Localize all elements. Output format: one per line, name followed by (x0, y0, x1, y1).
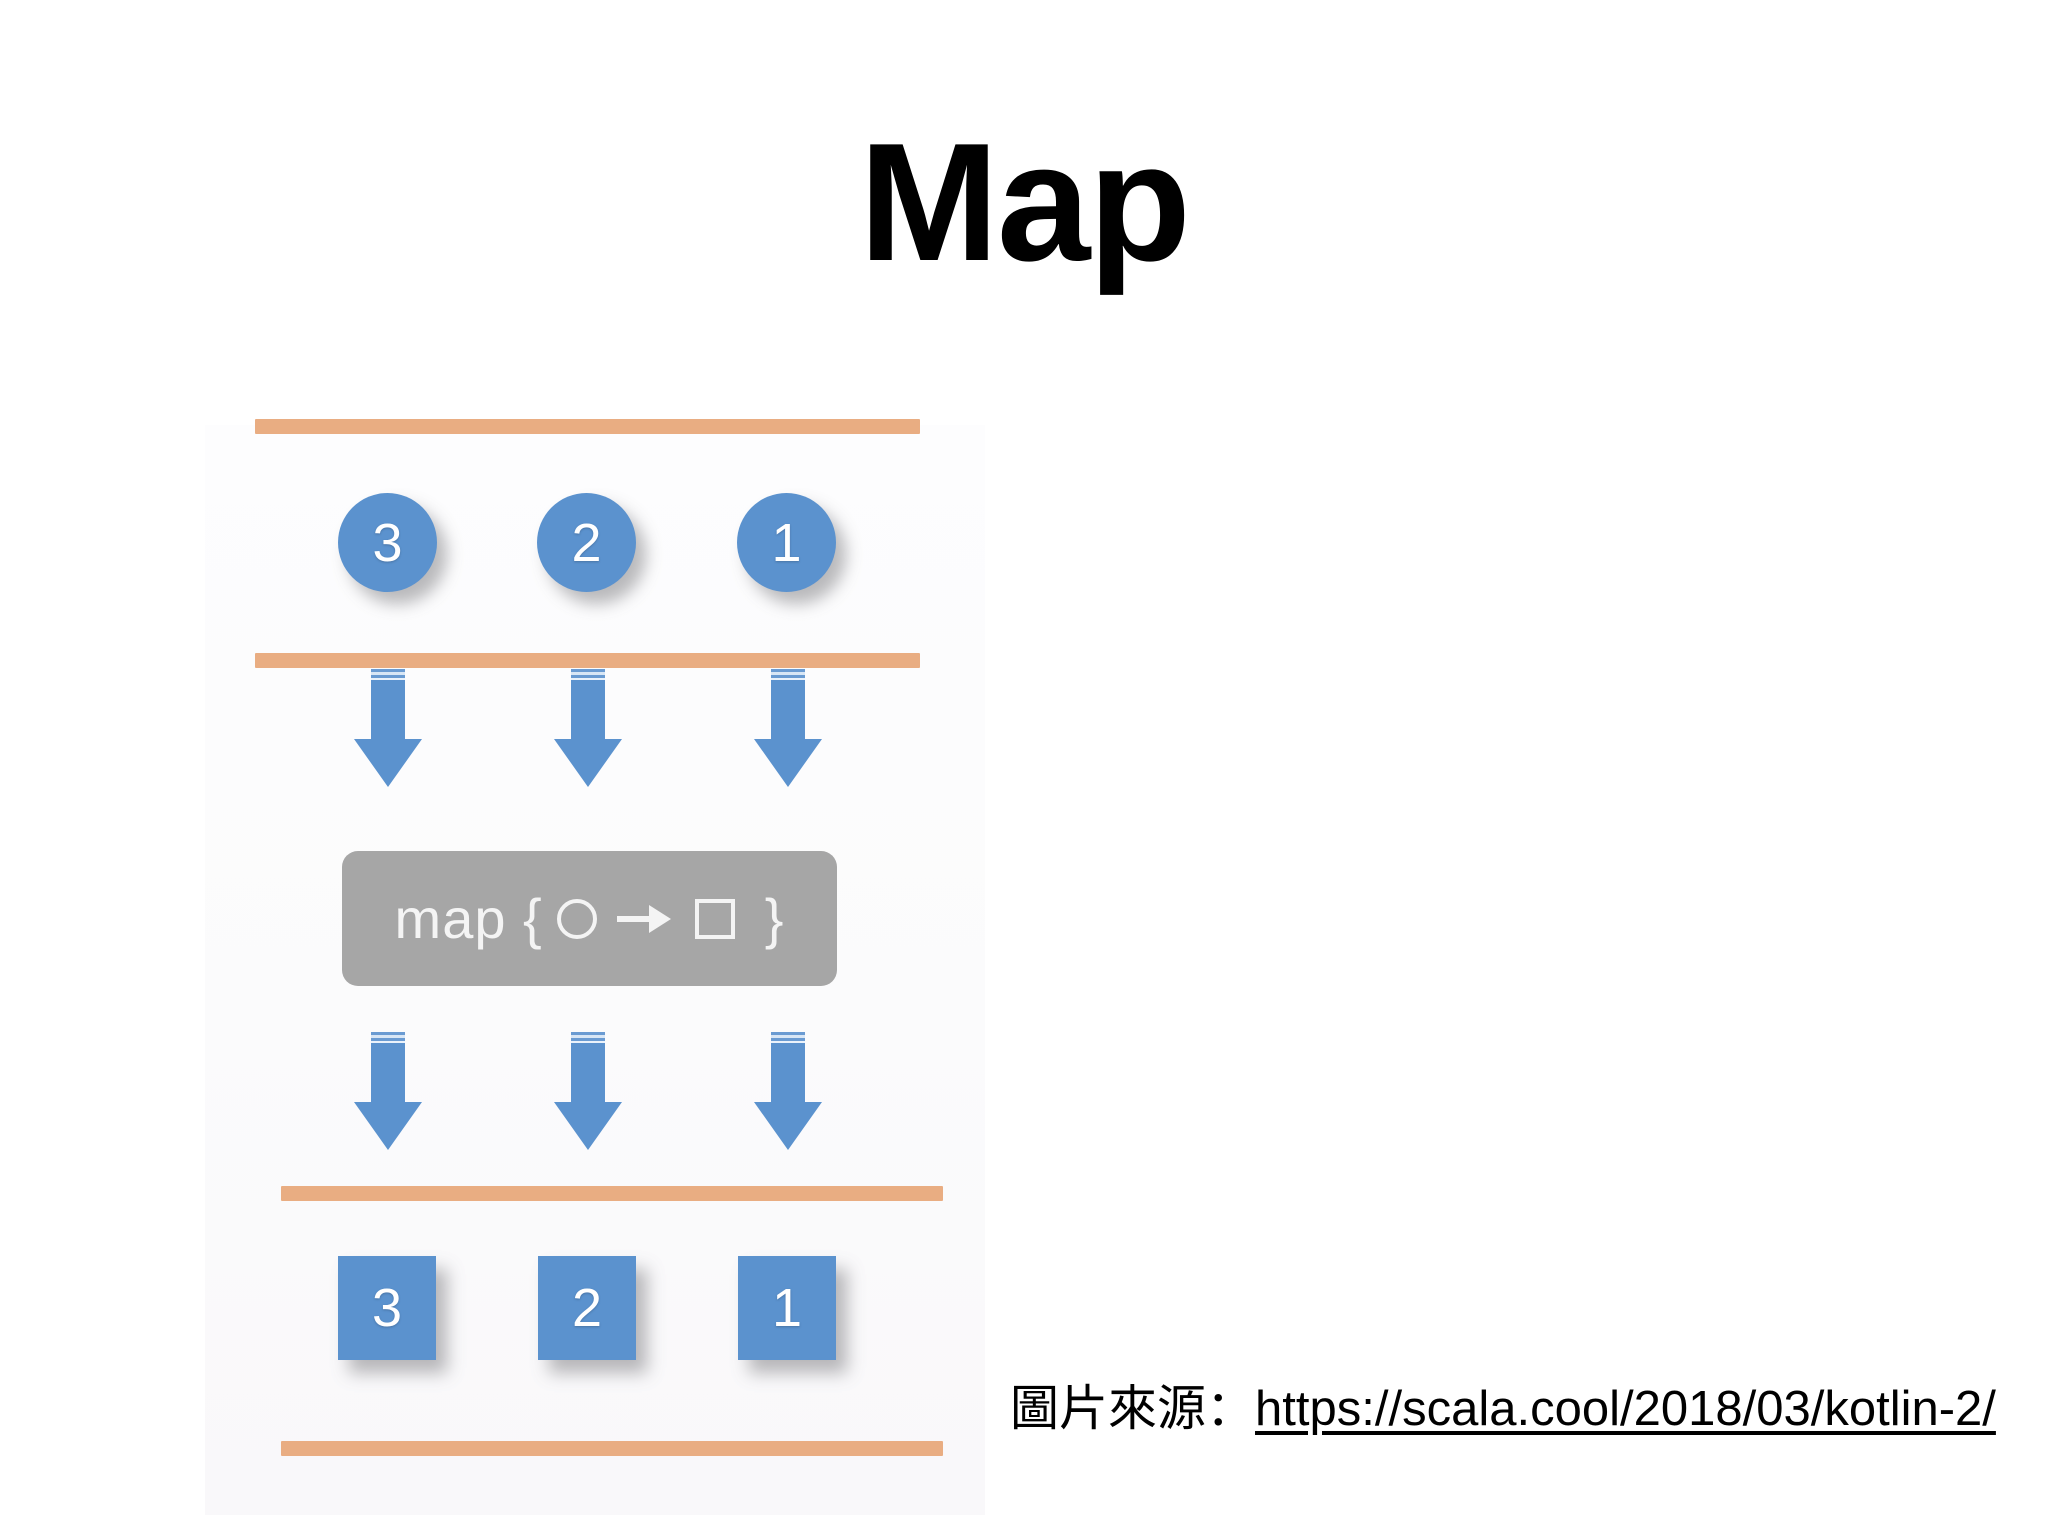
output-square-token: 2 (538, 1256, 636, 1360)
arrow-shaft (371, 1047, 405, 1104)
down-arrow-icon (354, 669, 422, 787)
arrow-shaft (771, 1047, 805, 1104)
arrow-stripes (571, 669, 605, 684)
arrow-stripes (371, 669, 405, 684)
attribution-label: 圖片來源： (1010, 1382, 1256, 1436)
page-title: Map (859, 108, 1191, 296)
arrow-stripes (371, 1032, 405, 1047)
arrow-shaft (571, 684, 605, 741)
rail-top-upper (255, 419, 920, 434)
arrow-head (354, 739, 422, 787)
arrow-head (754, 739, 822, 787)
output-square-token: 1 (738, 1256, 836, 1360)
arrow-head (754, 1102, 822, 1150)
arrow-head (554, 1102, 622, 1150)
arrow-shaft (371, 684, 405, 741)
down-arrow-icon (354, 1032, 422, 1150)
input-circle-token: 2 (537, 493, 636, 592)
arrow-stripes (771, 669, 805, 684)
rail-bottom-lower (281, 1441, 943, 1456)
down-arrow-icon (554, 1032, 622, 1150)
arrow-shaft (771, 684, 805, 741)
input-circle-token: 3 (338, 493, 437, 592)
arrow-shaft (571, 1047, 605, 1104)
down-arrow-icon (754, 1032, 822, 1150)
rail-bottom-upper (281, 1186, 943, 1201)
arrow-stripes (771, 1032, 805, 1047)
arrow-stripes (571, 1032, 605, 1047)
source-link[interactable]: https://scala.cool/2018/03/kotlin-2/ (1255, 1382, 1996, 1436)
circle-glyph-icon (556, 898, 597, 939)
right-arrow-glyph-icon (616, 899, 675, 939)
attribution: 圖片來源：https://scala.cool/2018/03/kotlin-2… (1010, 1380, 1996, 1439)
down-arrow-icon (554, 669, 622, 787)
output-square-token: 3 (338, 1256, 436, 1360)
input-circle-token: 1 (737, 493, 836, 592)
arrow-head (354, 1102, 422, 1150)
down-arrow-icon (754, 669, 822, 787)
rail-top-lower (255, 653, 920, 668)
map-suffix-label: } (764, 886, 785, 950)
square-glyph-icon (694, 898, 735, 939)
map-prefix-label: map { (394, 886, 543, 950)
map-operation-box: map { } (342, 851, 837, 986)
arrow-head (554, 739, 622, 787)
